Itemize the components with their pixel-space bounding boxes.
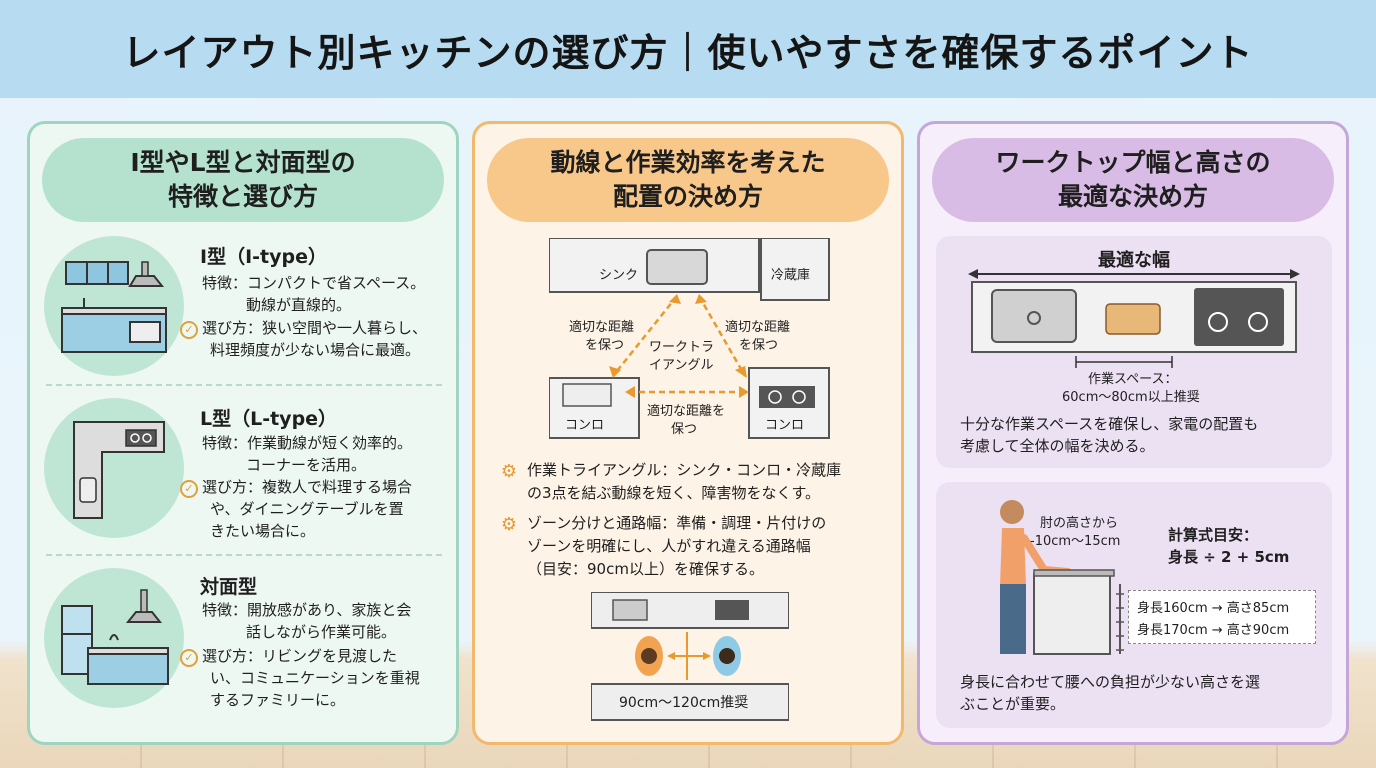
page-title: レイアウト別キッチンの選び方｜使いやすさを確保するポイント — [122, 30, 1254, 75]
worktop-panel: ワークトップ幅と高さの最適な決め方 最適な幅 作業スペース： 60cm〜80cm… — [917, 121, 1349, 745]
check-icon: ✓ — [180, 649, 198, 667]
i-type-choose: 選び方：狭い空間や一人暮らし、 — [202, 319, 428, 337]
panel-title-line: 配置の決め方 — [612, 182, 763, 211]
distance-label: 適切な距離 — [569, 320, 635, 335]
distance-label: を保つ — [585, 338, 625, 353]
i-type-kitchen-icon — [44, 236, 184, 376]
formula-title: 計算式目安： — [1168, 526, 1259, 544]
check-icon: ✓ — [180, 480, 198, 498]
zone-point: ゾーン分けと通路幅：準備・調理・片付けの — [527, 514, 827, 532]
width-description: 考慮して全体の幅を決める。 — [960, 437, 1155, 455]
height-description: 身長に合わせて腰への負担が少ない高さを選 — [960, 673, 1261, 691]
panel-title: 動線と作業効率を考えた配置の決め方 — [487, 138, 889, 222]
work-triangle-point: 作業トライアングル：シンク・コンロ・冷蔵庫 — [527, 461, 842, 479]
layout-types-panel: I型やL型と対面型の特徴と選び方 I型（I-type） 特徴：コンパクトで省スペ… — [27, 121, 459, 745]
fridge-label: 冷蔵庫 — [771, 268, 811, 283]
l-type-feature: コーナーを活用。 — [246, 456, 367, 474]
worktop-width-diagram — [968, 269, 1300, 368]
gear-icon: ⚙ — [500, 514, 518, 535]
counter-type-choose: い、コミュニケーションを重視 — [210, 669, 420, 687]
elbow-label: -10cm〜15cm — [1030, 534, 1121, 549]
panel-title-line: 特徴と選び方 — [167, 182, 318, 211]
l-type-choose: 選び方：複数人で料理する場合 — [202, 478, 413, 496]
i-type-feature: 特徴：コンパクトで省スペース。 — [202, 274, 426, 292]
triangle-label: イアングル — [649, 358, 714, 373]
check-icon: ✓ — [180, 321, 198, 339]
counter-type-choose: するファミリーに。 — [210, 691, 346, 709]
distance-label: 適切な距離を — [647, 404, 726, 419]
divider — [46, 554, 442, 556]
distance-label: 適切な距離 — [725, 320, 791, 335]
l-type-title: L型（L-type） — [200, 408, 338, 430]
l-type-choose: や、ダイニングテーブルを置 — [210, 500, 404, 518]
distance-label: 保つ — [671, 422, 698, 437]
l-type-choose: きたい場合に。 — [210, 522, 316, 540]
i-type-title: I型（I-type） — [200, 246, 327, 268]
panel-title-line: I型やL型と対面型の — [130, 148, 356, 177]
panel-title-line: 最適な決め方 — [1057, 182, 1208, 211]
width-card: 最適な幅 作業スペース： 60cm〜80cm以上推奨 十分な作業スペースを確保し… — [936, 236, 1332, 468]
workspace-label: 作業スペース： — [1088, 372, 1178, 387]
zone-point: （目安：90cm以上）を確保する。 — [527, 560, 764, 578]
formula: 身長 ÷ 2 + 5cm — [1168, 548, 1290, 566]
i-type-choose: 料理頻度が少ない場合に最適。 — [210, 341, 421, 359]
triangle-label: ワークトラ — [649, 340, 715, 355]
divider — [46, 384, 442, 386]
counter-type-feature: 特徴：開放感があり、家族と会 — [202, 601, 412, 619]
elbow-label: 肘の高さから — [1040, 516, 1119, 531]
stove-label: コンロ — [565, 418, 605, 433]
width-card-title: 最適な幅 — [1098, 250, 1170, 271]
work-triangle-diagram: シンク 冷蔵庫 コンロ コンロ ワークトラ イアングル 適切な距離 を保つ 適切… — [549, 238, 831, 444]
l-type-feature: 特徴：作業動線が短く効率的。 — [202, 434, 413, 452]
panel-title: ワークトップ幅と高さの最適な決め方 — [932, 138, 1334, 222]
person-height-diagram — [1000, 500, 1124, 655]
panel-title-line: 動線と作業効率を考えた — [550, 148, 826, 177]
panel-title-line: ワークトップ幅と高さの — [995, 148, 1271, 177]
l-type-kitchen-icon — [44, 398, 184, 538]
counter-type-choose: 選び方：リビングを見渡した — [202, 647, 398, 665]
height-description: ぶことが重要。 — [960, 695, 1066, 713]
counter-type-feature: 話しながら作業可能。 — [246, 623, 397, 641]
stove-label: コンロ — [765, 418, 805, 433]
sink-label: シンク — [599, 268, 639, 283]
distance-label: を保つ — [739, 338, 779, 353]
aisle-diagram: 90cm〜120cm推奨 — [591, 592, 789, 722]
counter-kitchen-icon — [44, 568, 184, 708]
height-examples-box: 身長160cm → 高さ85cm 身長170cm → 高さ90cm — [1128, 590, 1316, 644]
gear-icon: ⚙ — [500, 461, 518, 482]
aisle-width-label: 90cm〜120cm推奨 — [619, 695, 749, 711]
height-example: 身長170cm → 高さ90cm — [1137, 623, 1290, 638]
counter-type-title: 対面型 — [200, 576, 258, 598]
zone-point: ゾーンを明確にし、人がすれ違える通路幅 — [527, 537, 811, 555]
i-type-feature: 動線が直線的。 — [246, 296, 352, 314]
page-header: レイアウト別キッチンの選び方｜使いやすさを確保するポイント — [0, 0, 1376, 98]
height-card: 肘の高さから -10cm〜15cm 計算式目安： 身長 ÷ 2 + 5cm 身長… — [936, 482, 1332, 728]
height-example: 身長160cm → 高さ85cm — [1137, 601, 1290, 616]
workspace-label: 60cm〜80cm以上推奨 — [1062, 390, 1200, 405]
workflow-panel: 動線と作業効率を考えた配置の決め方 シンク 冷蔵庫 コンロ コンロ — [472, 121, 904, 745]
width-description: 十分な作業スペースを確保し、家電の配置も — [960, 415, 1259, 433]
panel-title: I型やL型と対面型の特徴と選び方 — [42, 138, 444, 222]
work-triangle-point: の3点を結ぶ動線を短く、障害物をなくす。 — [527, 484, 821, 502]
